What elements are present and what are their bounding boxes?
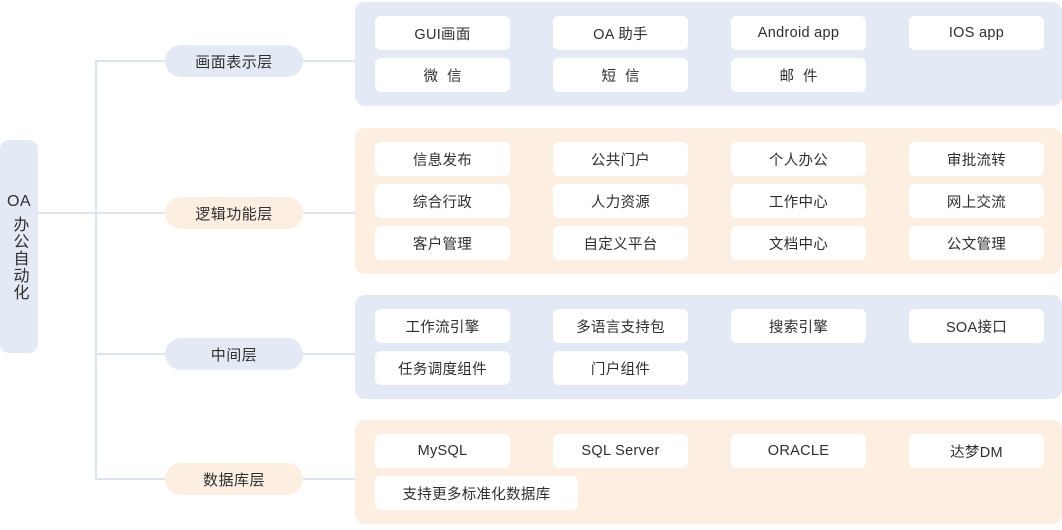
item-box[interactable]: 任务调度组件 [375,351,510,385]
item-box[interactable]: 工作中心 [731,184,866,218]
item-box[interactable]: 审批流转 [909,142,1044,176]
layer-panel-database: MySQL SQL Server ORACLE 达梦DM 支持更多标准化数据库 [355,420,1062,524]
item-box[interactable]: 工作流引擎 [375,309,510,343]
panel-row: MySQL SQL Server ORACLE 达梦DM [355,434,1062,468]
item-box[interactable]: OA 助手 [553,16,688,50]
item-box[interactable]: 支持更多标准化数据库 [375,476,578,510]
item-box[interactable]: 搜索引擎 [731,309,866,343]
panel-row: 任务调度组件 门户组件 [355,351,1062,385]
item-box[interactable]: 网上交流 [909,184,1044,218]
layer-pill-presentation[interactable]: 画面表示层 [165,45,303,77]
item-box[interactable]: 微信 [375,58,510,92]
item-box[interactable]: 多语言支持包 [553,309,688,343]
layer-pill-label-middleware: 中间层 [210,346,258,364]
layer-pill-label-logic: 逻辑功能层 [195,205,273,223]
item-box[interactable]: MySQL [375,434,510,468]
item-box[interactable]: IOS app [909,16,1044,50]
layer-pill-database[interactable]: 数据库层 [165,463,303,495]
connector-pill-panel-logic [303,212,356,214]
item-box[interactable]: SQL Server [553,434,688,468]
item-box[interactable]: 公文管理 [909,226,1044,260]
item-box[interactable]: 信息发布 [375,142,510,176]
panel-row: GUI画面 OA 助手 Android app IOS app [355,16,1062,50]
layer-panel-logic: 信息发布 公共门户 个人办公 审批流转综合行政 人力资源 工作中心 网上交流客户管理 自定义平… [355,128,1062,274]
panel-row: 综合行政 人力资源 工作中心 网上交流 [355,184,1062,218]
item-box[interactable]: Android app [731,16,866,50]
connector-branch-database [95,478,165,480]
item-box[interactable]: 文档中心 [731,226,866,260]
layer-pill-label-database: 数据库层 [202,471,265,489]
connector-branch-logic [95,212,165,214]
item-box[interactable]: SOA接口 [909,309,1044,343]
panel-row: 支持更多标准化数据库 [355,476,1062,510]
item-box[interactable]: 客户管理 [375,226,510,260]
panel-row: 微信 短信 邮件 [355,58,1062,92]
item-box[interactable]: 邮件 [731,58,866,92]
layer-pill-logic[interactable]: 逻辑功能层 [165,197,303,229]
item-box[interactable]: GUI画面 [375,16,510,50]
layer-pill-label-presentation: 画面表示层 [195,53,273,71]
panel-row: 工作流引擎 多语言支持包 搜索引擎 SOA接口 [355,309,1062,343]
item-box[interactable]: 个人办公 [731,142,866,176]
connector-pill-panel-middleware [303,353,356,355]
root-node[interactable]: OA 办公自动化 [0,140,38,353]
item-box[interactable]: 达梦DM [909,434,1044,468]
item-box[interactable]: 公共门户 [553,142,688,176]
root-node-label-line2: 办公自动化 [10,216,28,301]
connector-pill-panel-presentation [303,60,356,62]
layer-panel-middleware: 工作流引擎 多语言支持包 搜索引擎 SOA接口任务调度组件 门户组件 [355,295,1062,399]
panel-row: 客户管理 自定义平台 文档中心 公文管理 [355,226,1062,260]
layer-pill-middleware[interactable]: 中间层 [165,338,303,370]
connector-root-stub [38,212,95,214]
item-box[interactable]: ORACLE [731,434,866,468]
panel-row: 信息发布 公共门户 个人办公 审批流转 [355,142,1062,176]
connector-branch-presentation [95,60,165,62]
connector-branch-middleware [95,353,165,355]
item-box[interactable]: 短信 [553,58,688,92]
item-box[interactable]: 自定义平台 [553,226,688,260]
item-box[interactable]: 门户组件 [553,351,688,385]
item-box[interactable]: 综合行政 [375,184,510,218]
connector-pill-panel-database [303,478,356,480]
layer-panel-presentation: GUI画面 OA 助手 Android app IOS app 微信 短信 邮件 [355,2,1062,106]
item-box[interactable]: 人力资源 [553,184,688,218]
connector-spine [95,60,97,478]
root-node-label-line1: OA [6,193,32,210]
